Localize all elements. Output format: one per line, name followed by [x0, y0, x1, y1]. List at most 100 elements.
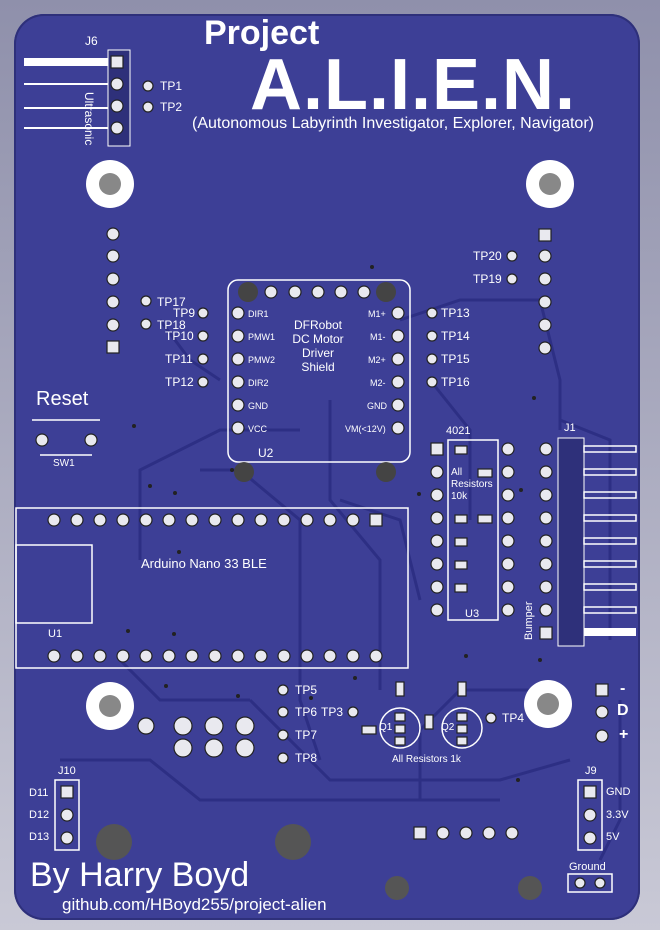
- nano-pin: [162, 513, 176, 527]
- right-header-pins: [538, 228, 552, 355]
- nano-pin: [369, 513, 383, 527]
- nano-pin: [185, 649, 199, 663]
- label-5v: 5V: [606, 831, 620, 843]
- driver-line-4: Shield: [301, 360, 335, 374]
- label-tp3: TP3: [321, 705, 344, 719]
- arduino-nano: [15, 507, 409, 669]
- label-sw1: SW1: [53, 458, 75, 469]
- title-project: Project: [204, 14, 320, 52]
- driver-line-1: DFRobot: [293, 318, 343, 332]
- driver-shield: [227, 279, 411, 482]
- label-tp10: TP10: [165, 329, 194, 343]
- label-plus: +: [619, 726, 629, 743]
- label-q1: Q1: [379, 722, 393, 733]
- nano-pin: [323, 513, 337, 527]
- label-tp1: TP1: [160, 79, 183, 93]
- label-m2m: M2-: [370, 378, 386, 388]
- res-10k-line-3: 10k: [451, 491, 468, 502]
- driver-line-3: Driver: [302, 346, 334, 360]
- nano-pin: [208, 649, 222, 663]
- label-gnd9: GND: [606, 786, 631, 798]
- label-j10: J10: [58, 765, 76, 777]
- label-dir2: DIR2: [248, 378, 269, 388]
- label-bumper: Bumper: [523, 601, 535, 640]
- nano-pin: [346, 649, 360, 663]
- title-alien: A.L.I.E.N.: [250, 45, 577, 125]
- vias: [126, 265, 542, 782]
- subtitle: (Autonomous Labyrinth Investigator, Expl…: [192, 115, 594, 132]
- label-tp18: TP18: [157, 318, 186, 332]
- test-points: [140, 80, 518, 764]
- left-header-pins: [106, 227, 120, 354]
- label-gnd-right: GND: [367, 401, 387, 411]
- label-tp9: TP9: [173, 306, 196, 320]
- nano-pin: [300, 649, 314, 663]
- label-pmw1: PMW1: [248, 332, 275, 342]
- nano-pin: [139, 513, 153, 527]
- label-m2p: M2+: [368, 355, 386, 365]
- nano-top-pins: [47, 513, 383, 527]
- j1-connector: [539, 437, 637, 647]
- label-u3: U3: [465, 608, 480, 620]
- label-m1m: M1-: [370, 332, 386, 342]
- j6-header: [24, 49, 131, 147]
- label-tp19: TP19: [473, 272, 502, 286]
- nano-pin: [231, 649, 245, 663]
- label-vm: VM(<12V): [345, 424, 386, 434]
- nano-pin: [254, 649, 268, 663]
- transistors: [361, 681, 483, 749]
- label-vcc: VCC: [248, 424, 268, 434]
- label-u2: U2: [258, 446, 274, 460]
- label-3v3: 3.3V: [606, 809, 629, 821]
- ic-4021: [430, 439, 515, 621]
- nano-pin: [300, 513, 314, 527]
- label-pmw2: PMW2: [248, 355, 275, 365]
- nano-pin: [93, 513, 107, 527]
- driver-line-2: DC Motor: [292, 332, 344, 346]
- label-d13: D13: [29, 831, 50, 843]
- nano-pin: [231, 513, 245, 527]
- label-tp12: TP12: [165, 375, 194, 389]
- nano-pin: [116, 513, 130, 527]
- nano-pin: [70, 649, 84, 663]
- label-tp5: TP5: [295, 683, 318, 697]
- res-10k-line-2: Resistors: [451, 479, 493, 490]
- label-j9: J9: [585, 765, 597, 777]
- nano-pin: [277, 649, 291, 663]
- label-tp6: TP6: [295, 705, 318, 719]
- author: By Harry Boyd: [30, 856, 250, 894]
- label-ground: Ground: [569, 861, 606, 873]
- label-tp11: TP11: [165, 352, 193, 366]
- power-pins: [595, 683, 609, 743]
- j10-header: [54, 779, 80, 851]
- label-tp13: TP13: [441, 306, 470, 320]
- nano-pin: [139, 649, 153, 663]
- label-dir1: DIR1: [248, 309, 269, 319]
- label-tp7: TP7: [295, 728, 318, 742]
- nano-pin: [208, 513, 222, 527]
- ground-pads: [567, 873, 613, 893]
- label-tp16: TP16: [441, 375, 470, 389]
- nano-pin: [277, 513, 291, 527]
- nano-pin: [93, 649, 107, 663]
- nano-pin: [70, 513, 84, 527]
- reset-switch: [32, 419, 100, 456]
- nano-pin: [185, 513, 199, 527]
- res-10k-label: All Resistors 10k: [451, 467, 493, 503]
- label-4021: 4021: [446, 425, 471, 437]
- label-j1: J1: [564, 422, 576, 434]
- nano-pin: [346, 513, 360, 527]
- label-minus: -: [620, 680, 626, 697]
- label-tp4: TP4: [502, 711, 525, 725]
- nano-pin: [254, 513, 268, 527]
- nano-pin: [323, 649, 337, 663]
- label-tp15: TP15: [441, 352, 470, 366]
- nano-pin: [47, 513, 61, 527]
- label-q2: Q2: [441, 722, 455, 733]
- nano-bottom-pins: [47, 649, 383, 663]
- label-tp2: TP2: [160, 100, 183, 114]
- label-d12: D12: [29, 809, 50, 821]
- label-m1p: M1+: [368, 309, 386, 319]
- large-pads: [96, 716, 542, 900]
